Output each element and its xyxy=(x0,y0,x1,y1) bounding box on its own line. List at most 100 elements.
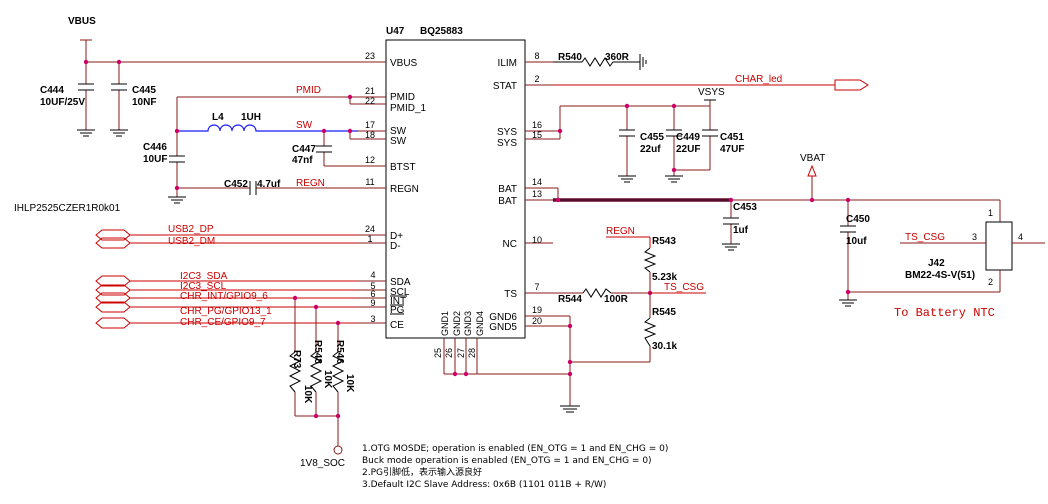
active-low-bars xyxy=(390,295,407,315)
pin-num: 25 xyxy=(433,348,443,358)
c446-value: 10UF xyxy=(143,154,167,165)
sw-wires xyxy=(323,131,358,167)
pin-name: GND3 xyxy=(463,311,473,336)
r543-value: 5.23k xyxy=(652,272,677,283)
pin-num: 15 xyxy=(532,130,542,140)
r73-symbol[interactable] xyxy=(288,351,302,393)
ground-symbol-c453 xyxy=(722,243,740,251)
pin-num: 10 xyxy=(532,235,542,245)
r545-ref: R545 xyxy=(652,307,676,318)
pin-name: SYS xyxy=(497,127,517,138)
bat-wires xyxy=(553,176,1001,300)
pin-num: 2 xyxy=(534,74,539,84)
c451-ref: C451 xyxy=(720,132,744,143)
net-label-regn-1: REGN xyxy=(296,178,325,189)
pin-num: 9 xyxy=(370,298,375,308)
design-notes: 1.OTG MOSDE; operation is enabled (EN_OT… xyxy=(362,444,668,490)
r546-ref: R546 xyxy=(334,340,345,364)
net-label-vbat: VBAT xyxy=(800,153,825,164)
ground-symbol-ilim xyxy=(639,54,647,70)
note-4: 3.Default I2C Slave Address: 0x6B (1101 … xyxy=(362,480,606,490)
r540-ref: R540 xyxy=(558,52,582,63)
r544-symbol[interactable] xyxy=(582,288,612,298)
net-label-i2c-scl: I2C3_SCL xyxy=(180,281,227,292)
ic-bottom-pins: GND1 GND2 GND3 GND4 25 26 27 28 xyxy=(433,311,485,358)
net-label-pmid: PMID xyxy=(296,85,321,96)
pin-name: PG xyxy=(390,305,405,316)
pin-name: GND1 xyxy=(440,311,450,336)
ic-body[interactable] xyxy=(385,39,526,339)
pin-num: 11 xyxy=(365,177,374,187)
pin-name: INT xyxy=(390,296,406,307)
ic-left-pin-stubs xyxy=(358,61,386,324)
c450-value: 10uf xyxy=(846,236,867,247)
pin-name: STAT xyxy=(493,81,517,92)
pullup-wires xyxy=(294,298,339,446)
pin-num: 21 xyxy=(365,86,375,96)
c445-ref: C445 xyxy=(132,85,156,96)
r545-value: 30.1k xyxy=(652,341,677,352)
net-label-1v8-soc: 1V8_SOC xyxy=(300,458,345,469)
ts-regn-wire xyxy=(606,236,651,248)
c451-value: 47UF xyxy=(720,144,744,155)
pin-name: SW xyxy=(390,136,407,147)
pin-name: PMID xyxy=(390,92,415,103)
c444-value: 10UF/25V xyxy=(40,97,85,108)
connector-j42[interactable] xyxy=(985,221,1013,271)
pin-name: GND5 xyxy=(489,322,517,333)
sys-wires xyxy=(553,100,711,176)
i2c-gpio-wires xyxy=(95,275,358,329)
vbus-wires xyxy=(80,39,358,130)
net-label-chr-pg: CHR_PG/GPIO13_1 xyxy=(180,306,272,317)
r544-ref: R544 xyxy=(558,294,582,305)
r548-symbol[interactable] xyxy=(309,351,323,393)
pin-num: 5 xyxy=(370,281,375,291)
pin-name: GND2 xyxy=(452,311,462,336)
pin-name: BAT xyxy=(498,184,517,195)
pin-num: 12 xyxy=(365,155,375,165)
net-label-usb-dp: USB2_DP xyxy=(168,224,214,235)
c452-symbol xyxy=(249,181,257,195)
pin-name: VBUS xyxy=(390,58,418,69)
net-label-char-led: CHAR_led xyxy=(735,74,782,85)
pin-num: 23 xyxy=(365,51,375,61)
j42-pin-1: 1 xyxy=(988,208,993,218)
v1v8-port[interactable] xyxy=(333,445,343,455)
vbat-arrow xyxy=(807,164,817,177)
note-3: 2.PG引脚低，表示输入源良好 xyxy=(362,466,482,478)
pin-num: 16 xyxy=(532,120,542,130)
r540-value: 360R xyxy=(605,52,630,63)
r543-symbol[interactable] xyxy=(643,247,657,273)
stat-wire xyxy=(553,79,869,91)
r545-symbol[interactable] xyxy=(643,317,657,347)
net-label-usb-dm: USB2_DM xyxy=(168,236,215,247)
pin-name: SDA xyxy=(390,277,411,288)
pin-num: 6 xyxy=(370,289,375,299)
net-label-ts-csg-1: TS_CSG xyxy=(664,282,704,293)
net-label-vbus: VBUS xyxy=(68,16,96,27)
pin-name: REGN xyxy=(390,184,419,195)
c455-value: 22uf xyxy=(640,144,661,155)
pin-num: 28 xyxy=(467,348,477,358)
r546-symbol[interactable] xyxy=(331,351,345,393)
pin-name: ILIM xyxy=(498,58,517,69)
r544-value: 100R xyxy=(604,294,629,305)
pin-name: D+ xyxy=(390,231,403,242)
pin-name: SCL xyxy=(390,287,410,298)
pin-num: 19 xyxy=(532,305,542,315)
c444-ref: C444 xyxy=(40,85,64,96)
c453-ref: C453 xyxy=(733,202,757,213)
l4-ref: L4 xyxy=(212,112,224,123)
j42-pin-4: 4 xyxy=(1018,232,1023,242)
pin-name: SW xyxy=(390,126,407,137)
c449-ref: C449 xyxy=(676,132,700,143)
pin-num: 22 xyxy=(365,96,375,106)
c446-symbol xyxy=(169,155,185,163)
inductor-l4[interactable] xyxy=(177,124,358,132)
r540-symbol[interactable] xyxy=(553,57,640,67)
annotation-battery-ntc: To Battery NTC xyxy=(894,306,995,320)
j42-wires xyxy=(848,242,1045,293)
net-label-ts-csg-2: TS_CSG xyxy=(905,232,945,243)
c453-value: 1uf xyxy=(733,225,749,236)
